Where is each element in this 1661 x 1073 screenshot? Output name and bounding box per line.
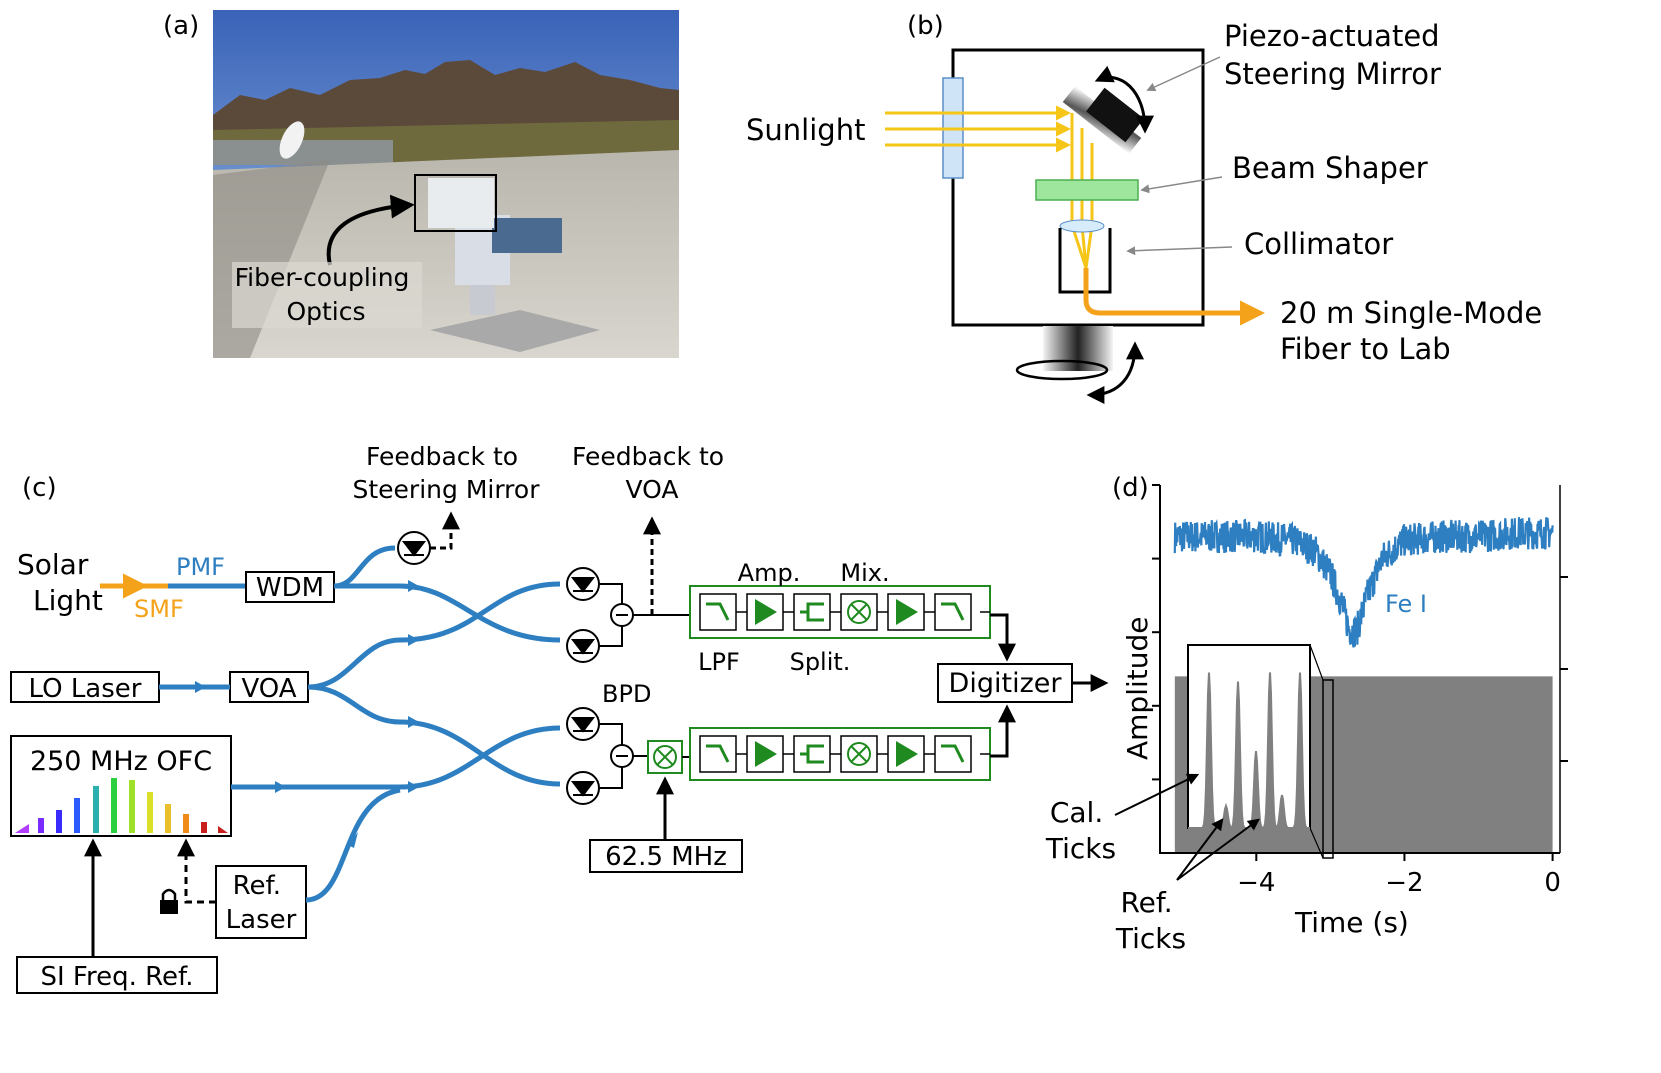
collimator-lens — [1059, 219, 1105, 233]
y-axis-label: Amplitude — [1121, 617, 1154, 761]
panel-b-label: (b) — [907, 11, 944, 41]
x-axis-label: Time (s) — [1294, 906, 1409, 939]
lpf-block — [699, 593, 737, 631]
ofc-label: 250 MHz OFC — [30, 746, 212, 777]
feedback-voa-label: Feedback to VOA — [572, 442, 732, 504]
voa-label: VOA — [241, 674, 296, 704]
collimator-label: Collimator — [1244, 227, 1393, 261]
x-tick-label: 0 — [1544, 868, 1561, 898]
chart-panel-label: (d) — [1112, 473, 1149, 503]
mixer-62mhz — [647, 740, 690, 840]
inset-connector — [1309, 644, 1324, 859]
amplifier-icon — [896, 599, 918, 625]
panel-b: (b) — [746, 11, 1551, 404]
lpf-block — [699, 735, 737, 773]
amp-label: Amp. — [738, 559, 801, 587]
freq-label: 62.5 MHz — [605, 842, 727, 872]
feedback-mirror-label: Feedback to Steering Mirror — [353, 442, 541, 504]
amplifier-icon — [755, 741, 777, 767]
cal-ticks-label: Cal. Ticks — [1045, 796, 1116, 865]
signal-chain-top — [689, 585, 991, 639]
panel-a: (a) Fiber-coupling — [163, 10, 679, 358]
lpf-label: LPF — [698, 648, 740, 676]
wdm-label: WDM — [256, 573, 324, 603]
series-label-fe: Fe I — [1385, 590, 1427, 618]
lpf-icon — [706, 602, 730, 621]
freq-box — [589, 839, 743, 873]
si-freq-ref-box — [16, 956, 218, 994]
beam-shaper-element — [1035, 179, 1139, 201]
mixer-icon — [847, 600, 871, 624]
signal-chain-bottom — [689, 727, 991, 781]
lpf-block — [934, 593, 972, 631]
sunlight-label: Sunlight — [746, 113, 865, 147]
fiber-output-label: 20 m Single-Mode Fiber to Lab — [1280, 296, 1551, 366]
digitizer-label: Digitizer — [949, 668, 1063, 699]
lock-icon — [160, 888, 178, 914]
lo-laser-label: LO Laser — [29, 674, 142, 704]
si-freq-ref-label: SI Freq. Ref. — [40, 962, 193, 992]
panel-c-label: (c) — [22, 473, 57, 503]
bpd-top — [566, 516, 690, 663]
feedback-photodiode — [397, 511, 460, 565]
axes — [1159, 485, 1560, 854]
steering-mirror — [1062, 65, 1154, 154]
split-label: Split. — [790, 648, 851, 676]
elevation-arrow-icon — [1086, 341, 1144, 404]
splitter-icon — [800, 744, 824, 764]
fiber-network — [159, 545, 561, 903]
ref-laser-label: Ref. Laser — [226, 871, 297, 935]
lpf-icon — [706, 744, 730, 763]
fe-series-line — [1173, 517, 1554, 648]
lpf-block — [934, 735, 972, 773]
bpd-bottom — [566, 707, 648, 805]
lpf-icon — [941, 744, 965, 763]
beam-shaper-label: Beam Shaper — [1232, 151, 1428, 185]
amplifier-icon — [896, 741, 918, 767]
split-block — [793, 735, 831, 773]
panel-d-chart: (d) −4 −2 0 Time (s) Amplitude Fe I Cal. T… — [1045, 473, 1568, 955]
splitter-icon — [800, 602, 824, 622]
x-tick-label: −2 — [1385, 868, 1423, 898]
panel-a-label: (a) — [163, 11, 199, 41]
pmf-label: PMF — [176, 553, 225, 581]
photo-annotation: Fiber-coupling Optics — [235, 263, 418, 326]
mirror-label: Piezo-actuated Steering Mirror — [1224, 19, 1449, 91]
inset-zoom-box — [1322, 679, 1334, 859]
smf-label: SMF — [134, 595, 184, 623]
split-block — [793, 593, 831, 631]
mixer-icon — [847, 742, 871, 766]
rooftop-photo — [213, 10, 679, 358]
digitizer-box — [937, 663, 1073, 703]
x-tick-label: −4 — [1237, 868, 1275, 898]
amplifier-icon — [755, 599, 777, 625]
solar-light-label: Solar Light — [17, 548, 103, 617]
bpd-label: BPD — [602, 680, 651, 708]
lo-laser-box — [10, 671, 160, 703]
output-fiber — [1083, 268, 1265, 326]
rotation-mount — [1043, 326, 1113, 371]
wdm-box — [245, 571, 335, 603]
comb-spectrum-icon — [15, 778, 228, 833]
ref-ticks-label: Ref. Ticks — [1115, 886, 1186, 955]
mix-label: Mix. — [840, 559, 889, 587]
panel-c: (c) Solar Light PMF SMF WDM LO Laser VOA… — [10, 442, 1109, 994]
sunlight-rays — [885, 105, 1094, 269]
lpf-icon — [941, 602, 965, 621]
